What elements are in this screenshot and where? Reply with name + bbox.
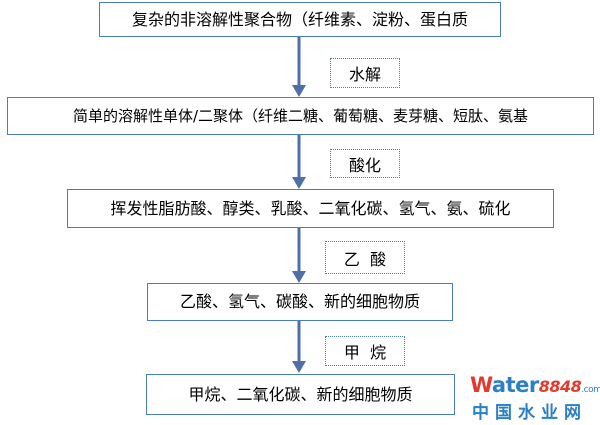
step-methane-text: 甲烷、二氧化碳、新的细胞物质 [188, 384, 413, 404]
step-soluble-monomers: 简单的溶解性单体/二聚体（纤维二糖、葡萄糖、麦芽糖、短肽、氨基 [7, 97, 594, 135]
transition-hydrolysis: 水解 [330, 58, 400, 88]
step-volatile-fatty-acids-text: 挥发性脂肪酸、醇类、乳酸、二氧化碳、氢气、氨、硫化 [110, 198, 511, 218]
water8848-logo: Water8848.com 中国水业网 [470, 373, 600, 423]
step-methane: 甲烷、二氧化碳、新的细胞物质 [146, 374, 455, 415]
transition-acetogenesis-text: 乙 酸 [343, 249, 387, 269]
arrow-hydrolysis-head [292, 85, 306, 97]
logo-w: W [470, 373, 492, 397]
transition-acidification-text: 酸化 [348, 155, 381, 175]
transition-acetogenesis: 乙 酸 [325, 241, 405, 274]
logo-ater: ater [491, 373, 539, 397]
step-acetic-acid: 乙酸、氢气、碳酸、新的细胞物质 [147, 283, 453, 321]
arrow-acidification-head [292, 177, 306, 189]
transition-hydrolysis-text: 水解 [348, 65, 381, 84]
logo-chinese: 中国水业网 [472, 403, 587, 423]
transition-methanogenesis-text: 甲 烷 [343, 343, 387, 362]
logo-number: 8848 [538, 377, 582, 396]
logo-suffix: .com [581, 385, 600, 395]
arrow-methanogenesis-head [292, 361, 306, 373]
transition-methanogenesis: 甲 烷 [325, 336, 405, 366]
step-acetic-acid-text: 乙酸、氢气、碳酸、新的细胞物质 [179, 292, 420, 311]
arrow-acetogenesis-head [292, 271, 306, 283]
step-soluble-monomers-text: 简单的溶解性单体/二聚体（纤维二糖、葡萄糖、麦芽糖、短肽、氨基 [72, 106, 529, 125]
step-complex-polymers: 复杂的非溶解性聚合物（纤维素、淀粉、蛋白质 [99, 2, 501, 37]
transition-acidification: 酸化 [330, 149, 400, 178]
step-volatile-fatty-acids: 挥发性脂肪酸、醇类、乳酸、二氧化碳、氢气、氨、硫化 [67, 189, 554, 228]
step-complex-polymers-text: 复杂的非溶解性聚合物（纤维素、淀粉、蛋白质 [131, 9, 468, 29]
logo-wordmark: Water8848.com [470, 373, 600, 397]
